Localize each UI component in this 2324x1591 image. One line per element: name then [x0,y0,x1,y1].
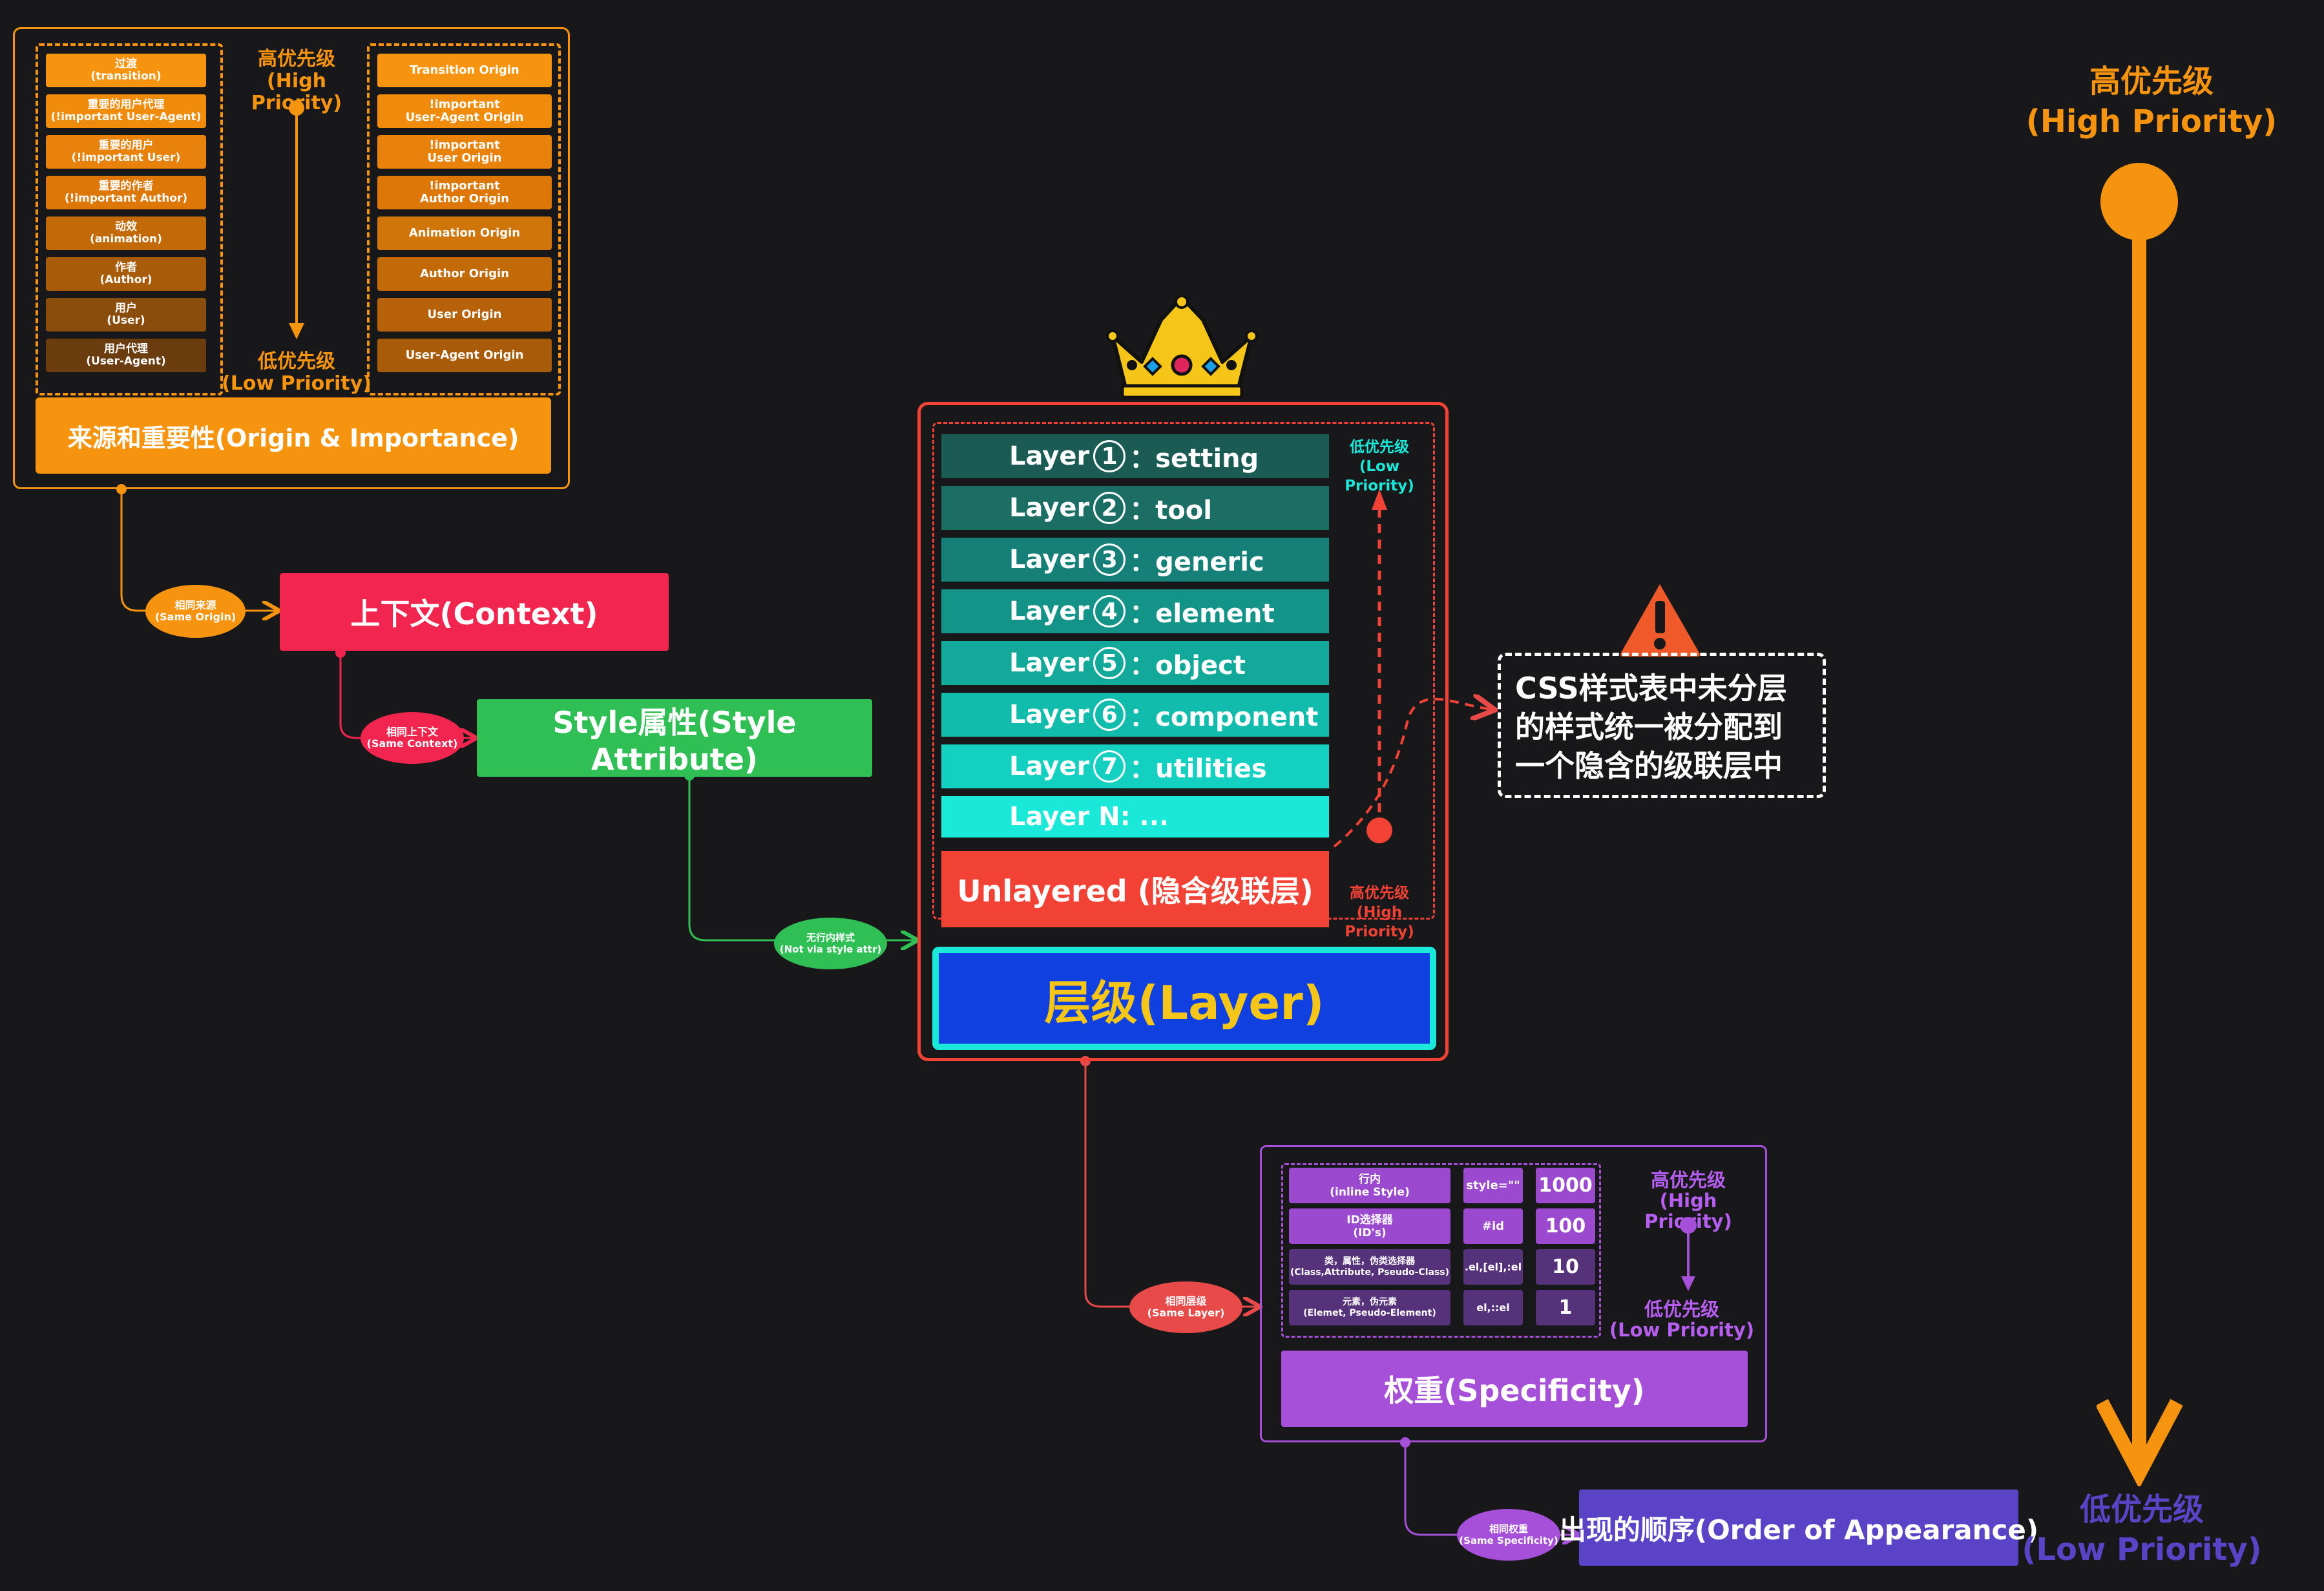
origin-high-label: 高优先级 [258,48,335,70]
specificity-name-cell: 元素，伪元素(Elemet, Pseudo-Element) [1289,1290,1450,1325]
layer-number-badge: 3 [1093,543,1126,576]
layer-number-badge: 4 [1093,595,1126,627]
note-line-1: CSS样式表中未分层 [1515,671,1787,706]
order-box: 出现的顺序(Order of Appearance) [1559,1490,2038,1566]
layer-number-badge: 2 [1093,492,1126,524]
specificity-title: 权重(Specificity) [1384,1373,1645,1408]
specificity-weight-cell: 1000 [1536,1168,1595,1203]
layer-number-badge: 6 [1093,699,1126,731]
origin-left-item: 用户代理(User-Agent) [46,339,206,372]
spec-low-label: 低优先级 [1644,1298,1719,1320]
layer-high-label: 高优先级 [1350,885,1409,901]
origin-left-item: 重要的用户(!important User) [46,135,206,169]
layer-n-label: Layer N: ... [1009,802,1169,832]
origin-left-item: 过渡(transition) [46,54,206,87]
spec-priority-arrow [1680,1217,1697,1291]
note-line-2: 的样式统一被分配到 [1515,710,1783,744]
style-attribute-title: Style属性(Style Attribute) [552,705,797,777]
origin-left-item: 用户(User) [46,298,206,332]
specificity-name-cell: 行内(inline Style) [1289,1168,1450,1203]
spec-high-label: 高优先级 [1650,1169,1726,1191]
origin-title: 来源和重要性(Origin & Importance) [67,423,519,452]
scale-high-label-en: (High Priority) [2026,103,2277,140]
oval-same-context: 相同上下文(Same Context) [361,712,464,764]
spec-low-label-en: (Low Priority) [1609,1319,1755,1341]
specificity-selector-cell: style="" [1463,1168,1523,1203]
note-box: CSS样式表中未分层 的样式统一被分配到 一个隐含的级联层中 [1498,653,1826,798]
note-line-3: 一个隐含的级联层中 [1515,748,1783,783]
specificity-weight-cell: 1 [1536,1290,1595,1325]
origin-right-item: Animation Origin [377,216,552,250]
layer-priority-arrow [1366,489,1392,843]
scale-priority-arrow [2097,163,2183,1486]
scale-low-label-en: (Low Priority) [2022,1532,2262,1568]
origin-left-item: 作者(Author) [46,257,206,291]
origin-low-label: 低优先级 [258,350,335,373]
scale-low: 低优先级 (Low Priority) [2016,1490,2268,1570]
layer-high-label-en: (High Priority) [1345,904,1414,940]
specificity-name-cell: 类，属性，伪类选择器(Class,Attribute, Pseudo-Class… [1289,1249,1450,1285]
specificity-selector-cell: #id [1463,1208,1523,1244]
origin-panel: 过渡(transition) 重要的用户代理(!important User-Ag… [13,27,570,489]
specificity-table-frame [1281,1163,1601,1338]
specificity-title-box: 权重(Specificity) [1281,1351,1748,1427]
oval-same-specificity: 相同权重(Same Specificity) [1457,1509,1560,1561]
origin-left-item: 重要的用户代理(!important User-Agent) [46,94,206,128]
layer-number-badge: 5 [1093,647,1126,679]
oval-not-style-attr: 无行内样式(Not via style attr) [774,918,887,969]
specificity-selector-cell: .el,[el],:el [1463,1249,1523,1285]
layer-low-label: 低优先级 [1350,439,1409,456]
layer-number-badge: 1 [1093,440,1126,472]
specificity-weight-cell: 100 [1536,1208,1595,1244]
unlayered-label: Unlayered (隐含级联层) [957,874,1314,909]
origin-left-list: 过渡(transition) 重要的用户代理(!important User-Ag… [36,43,223,395]
layer-number-badge: 7 [1093,750,1126,783]
crown-icon [1106,295,1258,399]
origin-left-item: 重要的作者(!important Author) [46,176,206,209]
oval-same-layer: 相同层级(Same Layer) [1129,1281,1242,1333]
unlayered-row: Unlayered (隐含级联层) [941,851,1329,927]
oval-same-origin: 相同来源(Same Origin) [145,585,246,638]
context-title: 上下文(Context) [350,596,598,631]
style-attribute-box: Style属性(Style Attribute) [477,699,872,777]
origin-low-label-en: (Low Priority) [222,372,372,395]
origin-right-item: Transition Origin [377,54,552,87]
specificity-selector-cell: el,::el [1463,1290,1523,1325]
warning-icon [1620,584,1700,657]
origin-left-item: 动效(animation) [46,216,206,250]
origin-priority-arrow: 高优先级 (High Priority) 低优先级 (Low Priority) [219,48,374,397]
scale-high: 高优先级 (High Priority) [2016,61,2287,142]
layer-title: 层级(Layer) [1044,975,1324,1030]
origin-right-item: Author Origin [377,257,552,291]
order-title: 出现的顺序(Order of Appearance) [1558,1513,2039,1546]
origin-right-item: User Origin [377,298,552,332]
layer-title-box: 层级(Layer) [932,947,1436,1050]
origin-right-item: User-Agent Origin [377,339,552,372]
specificity-name-cell: ID选择器(ID's) [1289,1208,1450,1244]
layer-n-row: Layer N: ... [941,796,1329,838]
scale-high-label: 高优先级 [2089,63,2214,100]
origin-title-box: 来源和重要性(Origin & Importance) [36,397,551,474]
specificity-weight-cell: 10 [1536,1249,1595,1285]
scale-low-label: 低优先级 [2079,1491,2204,1528]
context-box: 上下文(Context) [280,573,669,651]
